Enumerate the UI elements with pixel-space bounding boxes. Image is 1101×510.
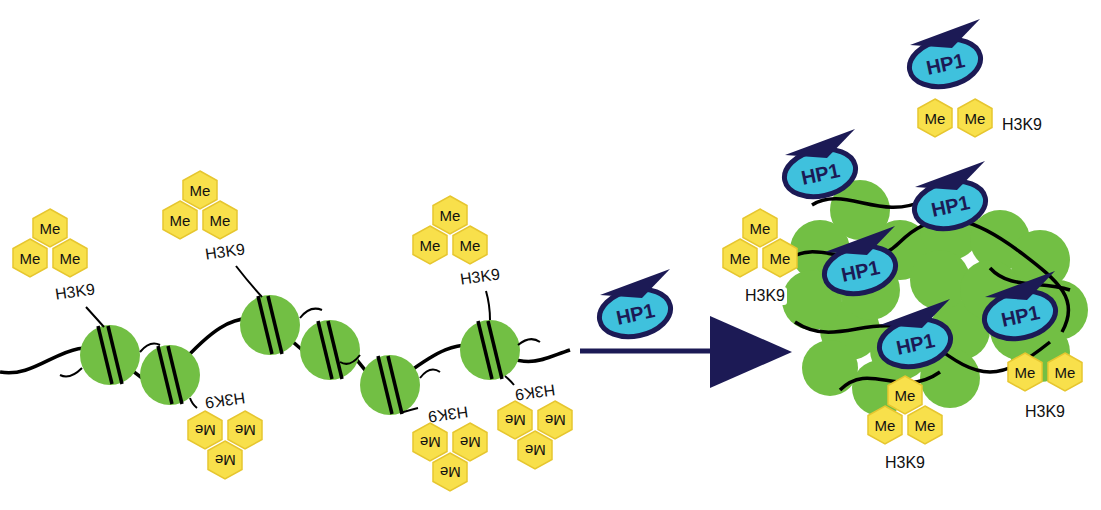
methyl-label: Me xyxy=(460,435,481,450)
methyl-node: Me xyxy=(32,208,68,248)
histone-label: H3K9 xyxy=(883,454,927,472)
methyl-node: Me xyxy=(907,405,943,445)
histone-label: H3K9 xyxy=(1023,403,1067,421)
methyl-label: Me xyxy=(525,443,546,458)
methyl-node: Me xyxy=(182,170,218,210)
methyl-node: Me xyxy=(202,200,238,240)
methyl-label: Me xyxy=(420,238,441,253)
methyl-node: Me xyxy=(162,200,198,240)
methyl-label: Me xyxy=(750,221,771,236)
histone-label: H3K9 xyxy=(457,265,503,289)
histone-label: H3K9 xyxy=(1000,116,1044,134)
methyl-label: Me xyxy=(545,413,566,428)
methyl-label: Me xyxy=(170,213,191,228)
methyl-node: Me xyxy=(412,225,448,265)
hp1-node: HP1 xyxy=(815,225,901,297)
methyl-node: Me xyxy=(452,422,488,462)
methyl-label: Me xyxy=(210,213,231,228)
methyl-node: Me xyxy=(742,208,778,248)
methyl-label: Me xyxy=(460,238,481,253)
methyl-label: Me xyxy=(215,453,236,468)
methyl-label: Me xyxy=(195,423,216,438)
histone-label: H3K9 xyxy=(202,388,248,412)
histone-label: H3K9 xyxy=(425,402,471,426)
methyl-node: Me xyxy=(497,400,533,440)
methyl-node: Me xyxy=(12,238,48,278)
process-arrow xyxy=(580,349,720,354)
methyl-label: Me xyxy=(1015,365,1036,380)
histone-label: H3K9 xyxy=(743,287,787,305)
compacted-nucleosomes xyxy=(782,180,1088,416)
hp1-node: HP1 xyxy=(900,18,986,90)
hp1-node: HP1 xyxy=(905,160,991,232)
nucleosome xyxy=(80,295,520,415)
methyl-label: Me xyxy=(420,435,441,450)
hp1-node: HP1 xyxy=(870,298,956,370)
methyl-label: Me xyxy=(190,183,211,198)
methyl-node: Me xyxy=(517,430,553,470)
methyl-label: Me xyxy=(770,251,791,266)
methyl-label: Me xyxy=(1055,365,1076,380)
methyl-node: Me xyxy=(432,452,468,492)
methyl-node: Me xyxy=(867,405,903,445)
methyl-node: Me xyxy=(207,440,243,480)
histone-tail xyxy=(60,266,540,413)
methyl-node: Me xyxy=(1047,352,1083,392)
methyl-label: Me xyxy=(235,423,256,438)
methyl-node: Me xyxy=(957,98,993,138)
methyl-label: Me xyxy=(20,251,41,266)
hp1-node: HP1 xyxy=(775,128,861,200)
methyl-node: Me xyxy=(917,98,953,138)
methyl-node: Me xyxy=(187,410,223,450)
methyl-label: Me xyxy=(875,418,896,433)
methyl-label: Me xyxy=(915,418,936,433)
methyl-label: Me xyxy=(40,221,61,236)
methyl-node: Me xyxy=(722,238,758,278)
methyl-node: Me xyxy=(412,422,448,462)
methyl-node: Me xyxy=(1007,352,1043,392)
arrow-head xyxy=(710,316,792,388)
methyl-label: Me xyxy=(965,111,986,126)
dna-wrap xyxy=(98,296,502,414)
methyl-label: Me xyxy=(440,208,461,223)
methyl-node: Me xyxy=(762,238,798,278)
histone-label: H3K9 xyxy=(202,240,248,264)
methyl-label: Me xyxy=(730,251,751,266)
methyl-node: Me xyxy=(52,238,88,278)
methyl-node: Me xyxy=(432,195,468,235)
hp1-node: HP1 xyxy=(975,270,1061,342)
methyl-label: Me xyxy=(895,388,916,403)
histone-label: H3K9 xyxy=(52,280,98,304)
hp1-node: HP1 xyxy=(590,268,676,340)
methyl-label: Me xyxy=(505,413,526,428)
histone-label: H3K9 xyxy=(512,380,558,404)
methyl-node: Me xyxy=(537,400,573,440)
methyl-node: Me xyxy=(227,410,263,450)
methyl-node: Me xyxy=(887,375,923,415)
methyl-label: Me xyxy=(60,251,81,266)
methyl-label: Me xyxy=(925,111,946,126)
methyl-node: Me xyxy=(452,225,488,265)
methyl-label: Me xyxy=(440,465,461,480)
